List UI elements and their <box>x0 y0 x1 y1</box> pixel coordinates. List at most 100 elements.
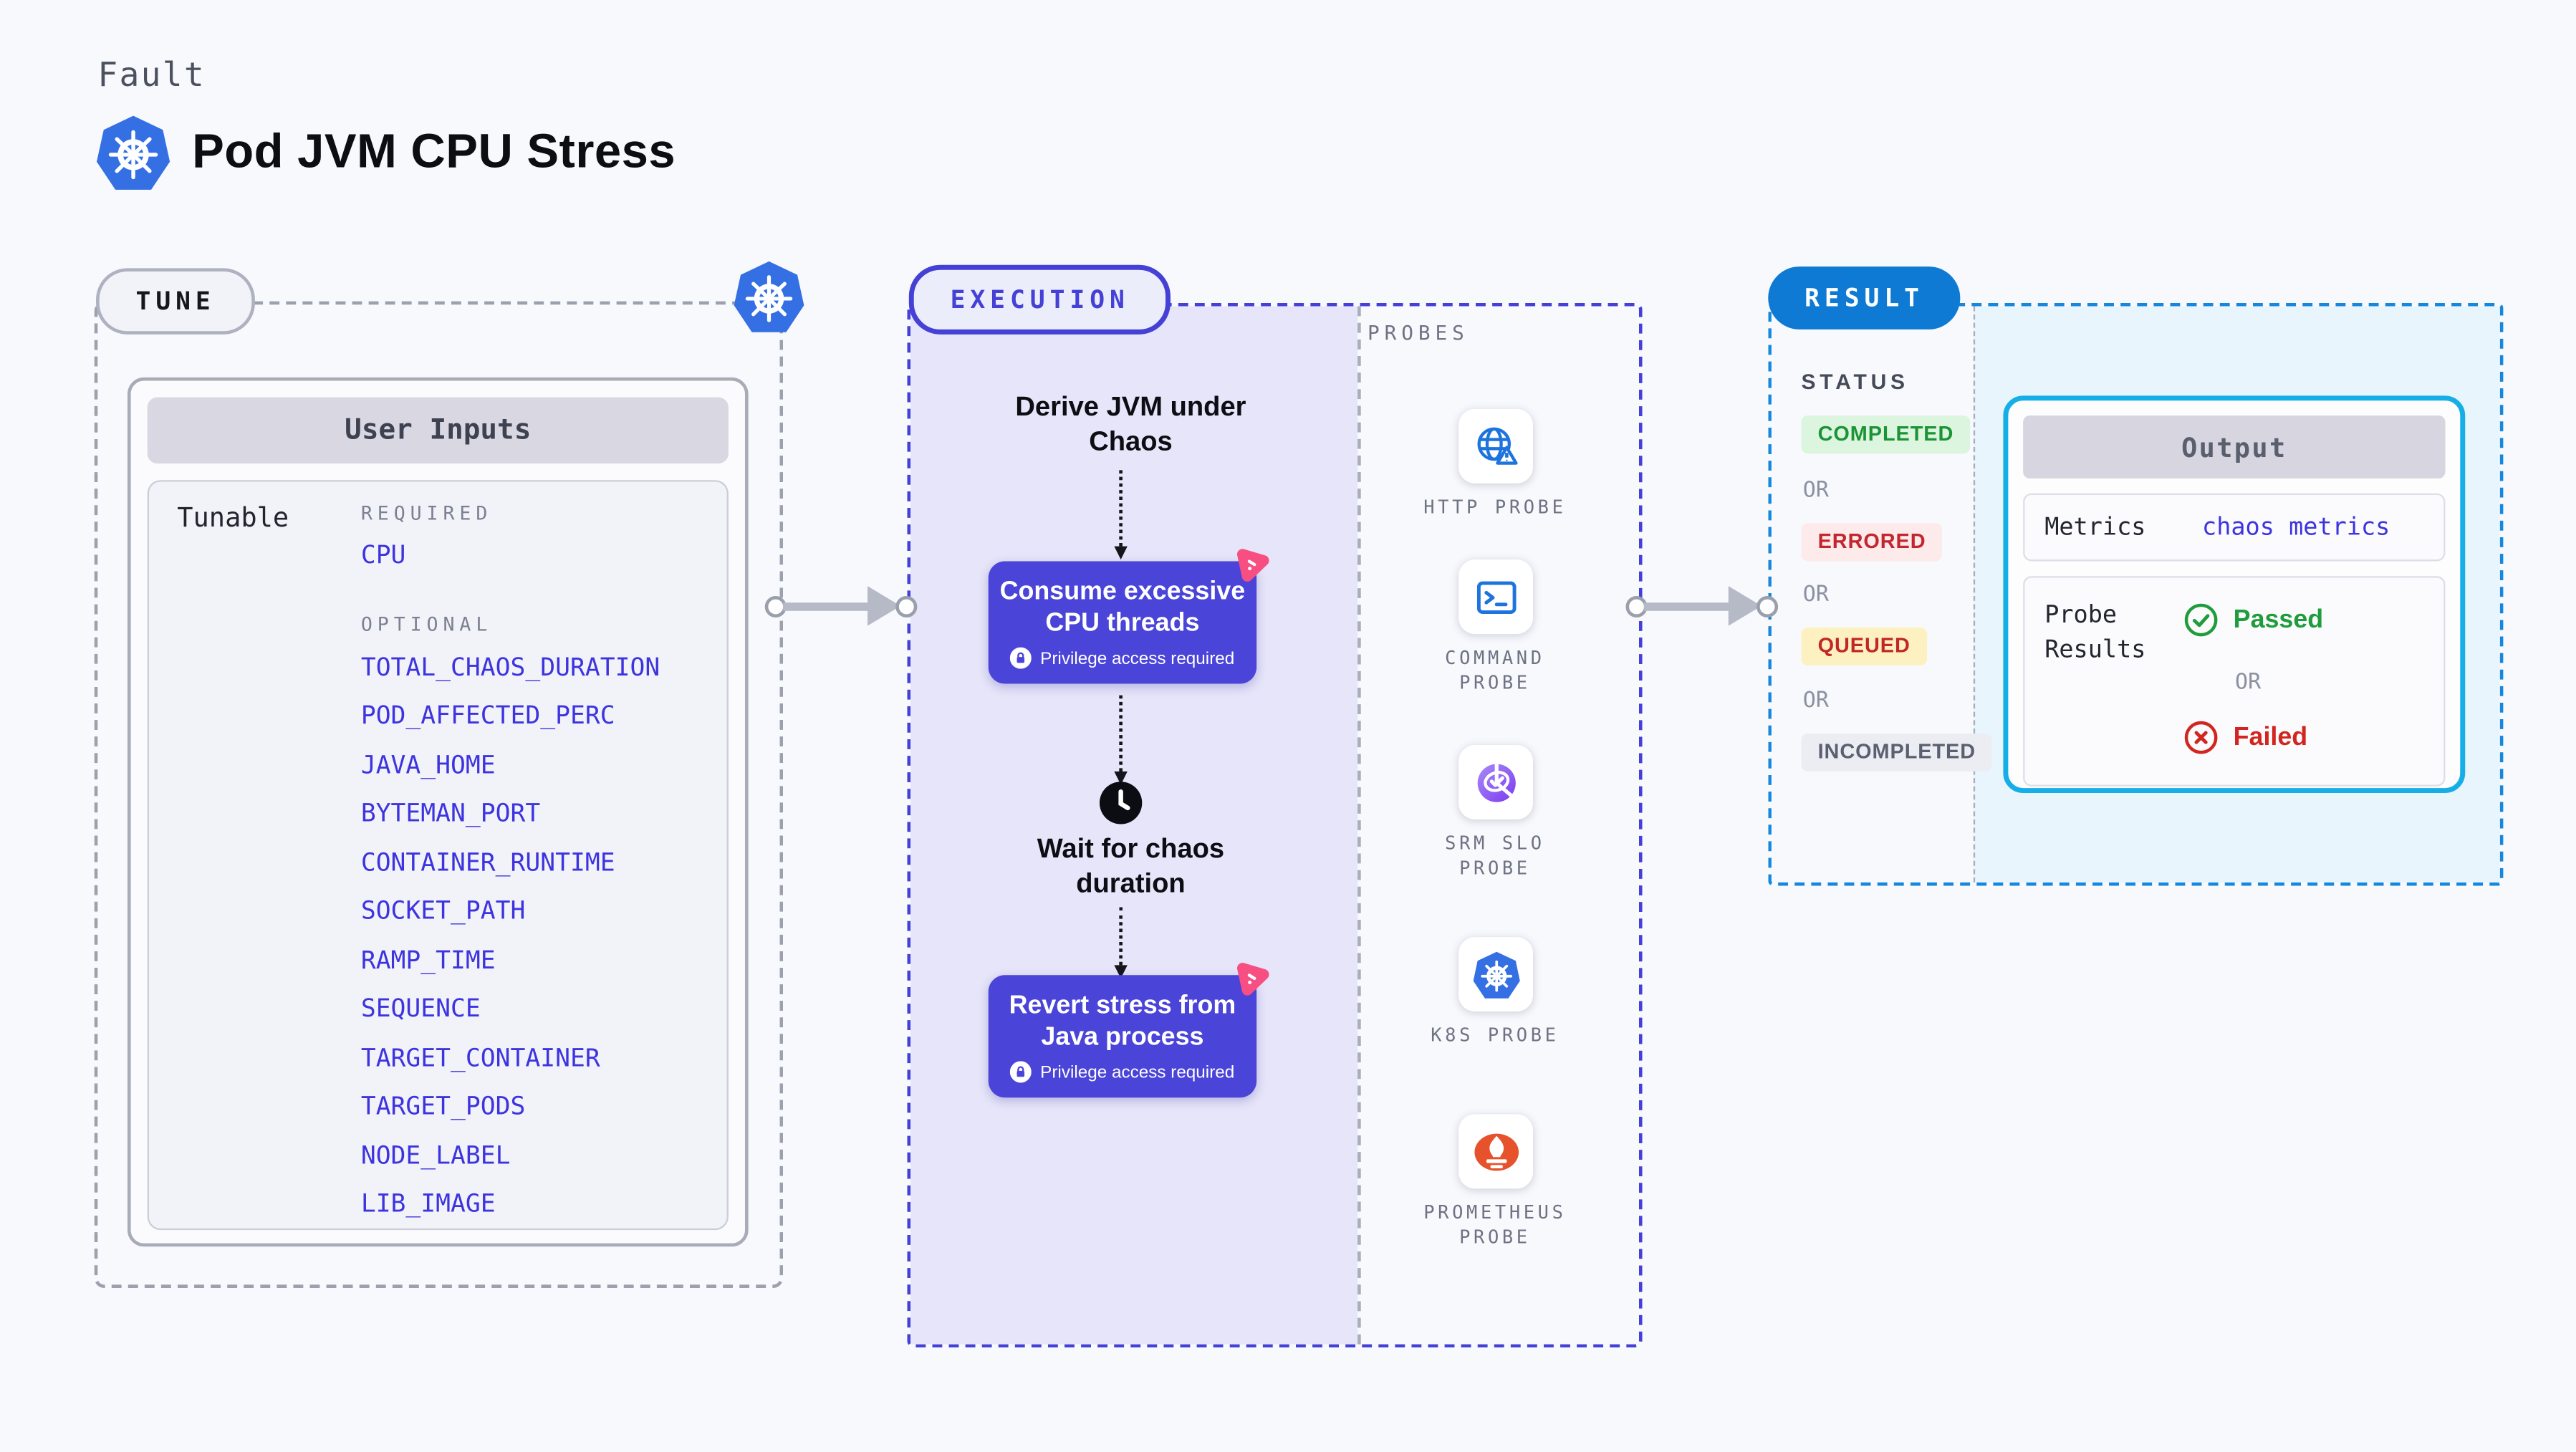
kubernetes-icon <box>96 115 170 190</box>
probe-card-k8s[interactable] <box>1458 937 1534 1012</box>
litmus-chaos-icon <box>1236 549 1269 582</box>
metrics-value-link[interactable]: chaos metrics <box>2202 514 2390 541</box>
status-heading: STATUS <box>1801 369 1909 395</box>
or-separator: OR <box>1802 478 1829 504</box>
status-divider <box>1973 306 1976 883</box>
arrow-head <box>868 586 901 626</box>
flow-arrow-down <box>1113 695 1127 785</box>
probe-card-http[interactable] <box>1458 408 1534 484</box>
probe-label: HTTP PROBE <box>1423 496 1567 519</box>
globe-alert-icon <box>1476 426 1517 464</box>
probe-label: COMMAND PROBE <box>1445 647 1545 694</box>
tunable-fields: REQUIRED CPU OPTIONAL TOTAL_CHAOS_DURATI… <box>361 495 713 1221</box>
probe-results-label: Probe Results <box>2044 602 2146 664</box>
tunable-variable[interactable]: JAVA_HOME <box>360 749 496 779</box>
prometheus-flame-icon <box>1474 1133 1518 1170</box>
revert-stress-step-node: Revert stress from Java process Privileg… <box>988 963 1269 1098</box>
status-badge-label: QUEUED <box>1801 627 1927 666</box>
or-separator: OR <box>1802 688 1829 714</box>
tune-section-label: TUNE <box>96 268 256 335</box>
probe-label: SRM SLO PROBE <box>1445 832 1545 880</box>
tunable-variable[interactable]: SEQUENCE <box>360 993 481 1024</box>
derive-jvm-step: Derive JVM under Chaos <box>1015 392 1246 457</box>
status-badge-completed: COMPLETED <box>1801 415 1971 454</box>
result-section-label: RESULT <box>1768 266 1961 330</box>
probe-card-srm-slo[interactable] <box>1458 744 1534 819</box>
step-title: Consume excessive CPU threads <box>999 577 1246 638</box>
user-inputs-card: User Inputs Tunable REQUIRED CPU OPTIONA… <box>127 377 749 1247</box>
execution-section-box <box>907 302 1643 1348</box>
privilege-text: Privilege access required <box>1040 1062 1235 1082</box>
kubernetes-icon <box>734 261 804 332</box>
probe-label: PROMETHEUS PROBE <box>1423 1201 1567 1249</box>
flow-arrow-down <box>1113 907 1127 979</box>
flow-arrow-down <box>1113 470 1127 560</box>
slo-pie-check-icon <box>1476 763 1515 802</box>
fault-kind-label: Fault <box>97 54 206 95</box>
execution-section-label: EXECUTION <box>908 264 1171 335</box>
terminal-icon <box>1476 580 1516 613</box>
litmus-chaos-icon <box>1236 963 1269 996</box>
or-separator: OR <box>1802 582 1829 608</box>
arrow-shaft <box>783 602 871 610</box>
status-badge-label: INCOMPLETED <box>1801 733 1993 771</box>
x-circle-icon <box>2184 721 2218 754</box>
tunable-variable[interactable]: TARGET_PODS <box>360 1091 526 1121</box>
clock-icon <box>1099 782 1143 824</box>
arrow-shaft <box>1643 602 1732 610</box>
user-inputs-title: User Inputs <box>147 397 729 464</box>
status-badge-errored: ERRORED <box>1801 523 1943 562</box>
status-badge-label: COMPLETED <box>1801 415 1971 454</box>
arrow-head <box>1728 586 1762 626</box>
failed-result: Failed <box>2182 718 2307 756</box>
status-badge-label: ERRORED <box>1801 523 1943 562</box>
status-badge-queued: QUEUED <box>1801 627 1927 666</box>
required-label: REQUIRED <box>360 501 493 525</box>
tunable-variable[interactable]: TARGET_CONTAINER <box>360 1042 600 1072</box>
kubernetes-icon <box>1472 951 1519 998</box>
passed-result: Passed <box>2182 601 2323 639</box>
connector-dot <box>895 595 918 617</box>
probe-card-command[interactable] <box>1458 559 1534 635</box>
tunable-variable[interactable]: RAMP_TIME <box>360 944 496 975</box>
execution-to-result-arrow <box>1625 585 1779 628</box>
connector-dot <box>1756 595 1779 617</box>
status-badge-incompleted: INCOMPLETED <box>1801 733 1993 771</box>
probe-label: K8S PROBE <box>1431 1024 1559 1047</box>
probes-section-label: PROBES <box>1367 321 1469 345</box>
tunable-variable[interactable]: POD_AFFECTED_PERC <box>360 700 615 731</box>
optional-label: OPTIONAL <box>360 611 493 635</box>
wait-duration-step: Wait for chaos duration <box>1037 834 1225 899</box>
tunable-variable[interactable]: TOTAL_CHAOS_DURATION <box>360 651 660 682</box>
consume-cpu-step-node: Consume excessive CPU threads Privilege … <box>988 549 1269 684</box>
tunable-list: Tunable REQUIRED CPU OPTIONAL TOTAL_CHAO… <box>147 480 729 1231</box>
privilege-badge: Privilege access required <box>1010 647 1235 669</box>
privilege-text: Privilege access required <box>1040 648 1235 668</box>
step-title: Revert stress from Java process <box>1009 991 1236 1052</box>
tunable-variable[interactable]: LIB_IMAGE <box>360 1188 496 1218</box>
probe-results-row: Probe Results Passed OR Failed <box>2023 576 2446 787</box>
tunable-row-label: Tunable <box>177 501 289 534</box>
tunable-variable[interactable]: BYTEMAN_PORT <box>360 797 541 828</box>
output-title: Output <box>2023 415 2446 479</box>
execution-flow-area <box>910 306 1358 1345</box>
metrics-row: Metrics chaos metrics <box>2023 493 2446 562</box>
output-card: Output Metrics chaos metrics Probe Resul… <box>2003 395 2466 794</box>
tune-to-execution-arrow <box>764 585 918 628</box>
lock-icon <box>1010 647 1032 669</box>
passed-label: Passed <box>2233 605 2324 633</box>
tunable-variable[interactable]: NODE_LABEL <box>360 1140 511 1170</box>
or-separator: OR <box>2234 670 2262 696</box>
probes-divider <box>1357 306 1361 1345</box>
check-circle-icon <box>2184 603 2218 637</box>
tunable-variable[interactable]: CPU <box>360 539 406 570</box>
failed-label: Failed <box>2233 722 2308 751</box>
tunable-variable[interactable]: SOCKET_PATH <box>360 895 526 925</box>
metrics-label: Metrics <box>2044 514 2146 541</box>
privilege-badge: Privilege access required <box>1010 1061 1235 1083</box>
tune-section-box <box>94 301 784 1289</box>
tunable-variable[interactable]: CONTAINER_RUNTIME <box>360 847 615 877</box>
probe-card-prometheus[interactable] <box>1458 1114 1534 1189</box>
lock-icon <box>1010 1061 1032 1083</box>
